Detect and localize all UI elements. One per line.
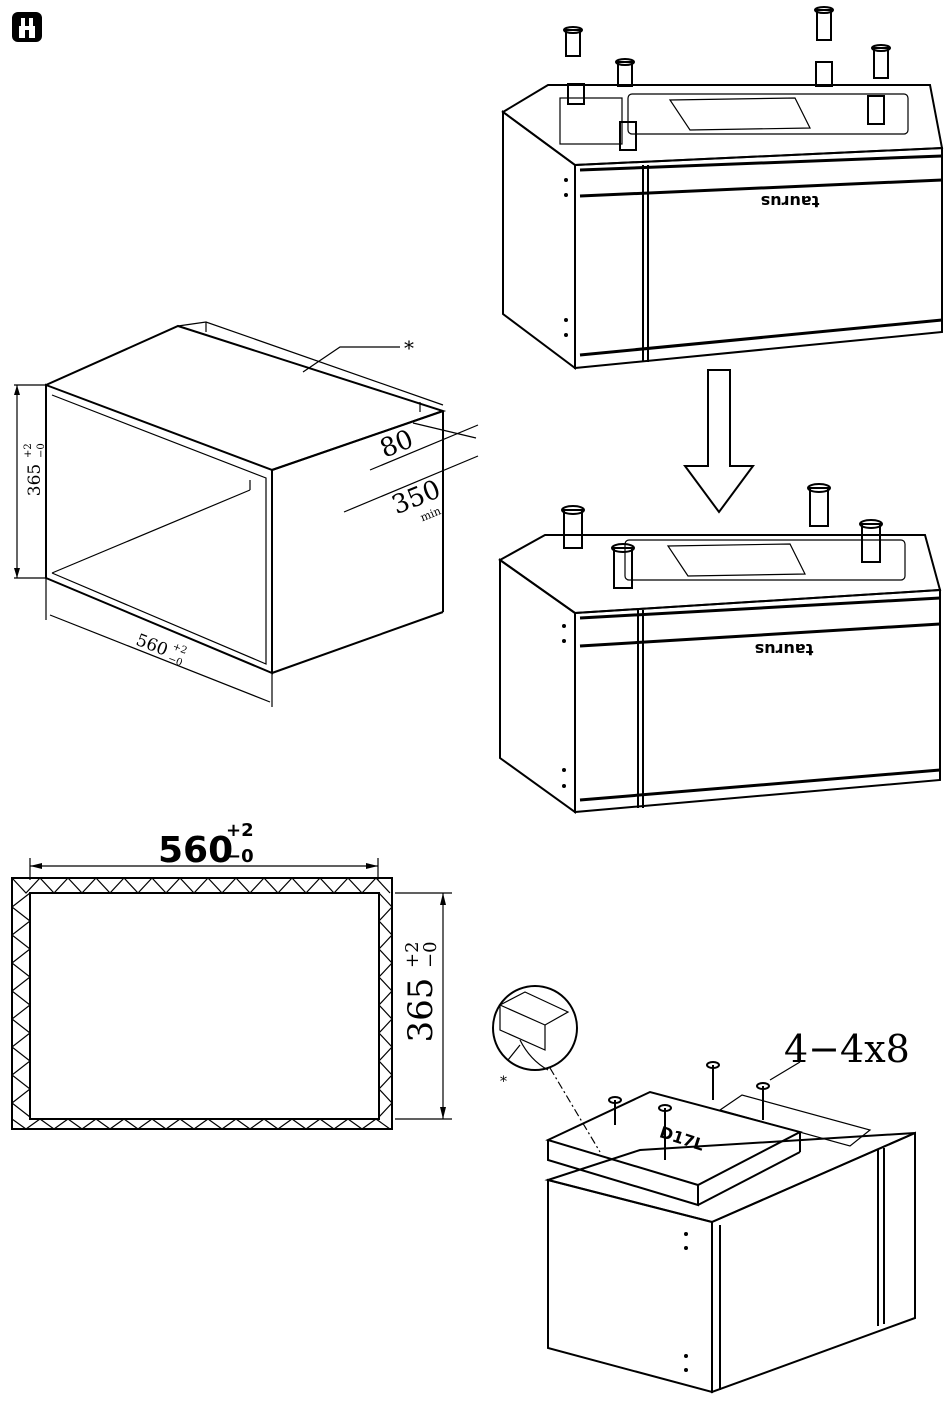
bracket-asterisk: * [500, 1074, 507, 1090]
niche-3d-drawing: * 365 +2 −0 560 +2 −0 80 350 min [14, 322, 478, 707]
front-width-tol-plus: +2 [226, 820, 254, 841]
niche-front-view: 560 +2 −0 365 +2 −0 [12, 820, 452, 1129]
screw-spec: 4−4x8 [784, 1027, 910, 1071]
appliance-before: taurus [503, 7, 942, 368]
front-height-dim: 365 [401, 978, 441, 1043]
niche-height-tol-plus: +2 [23, 443, 34, 458]
install-plug-icon [12, 12, 42, 42]
down-arrow-icon [685, 370, 753, 512]
wall-hatching [12, 878, 392, 1129]
gap-80-dim: 80 [376, 424, 418, 464]
brand-label-before: taurus [761, 192, 820, 211]
brand-label-after: taurus [755, 640, 814, 659]
niche-height-tol-minus: −0 [36, 443, 47, 458]
asterisk-note: * [404, 336, 414, 360]
niche-height-dim: 365 [25, 464, 45, 496]
front-height-tol-minus: −0 [420, 941, 441, 968]
front-width-tol-minus: −0 [226, 846, 254, 867]
niche-width-dim: 560 [133, 630, 170, 660]
mounting-bracket-drawing: * D17L 4−4x8 [493, 986, 915, 1392]
front-width-dim: 560 [158, 830, 233, 871]
appliance-after: taurus [500, 484, 940, 812]
